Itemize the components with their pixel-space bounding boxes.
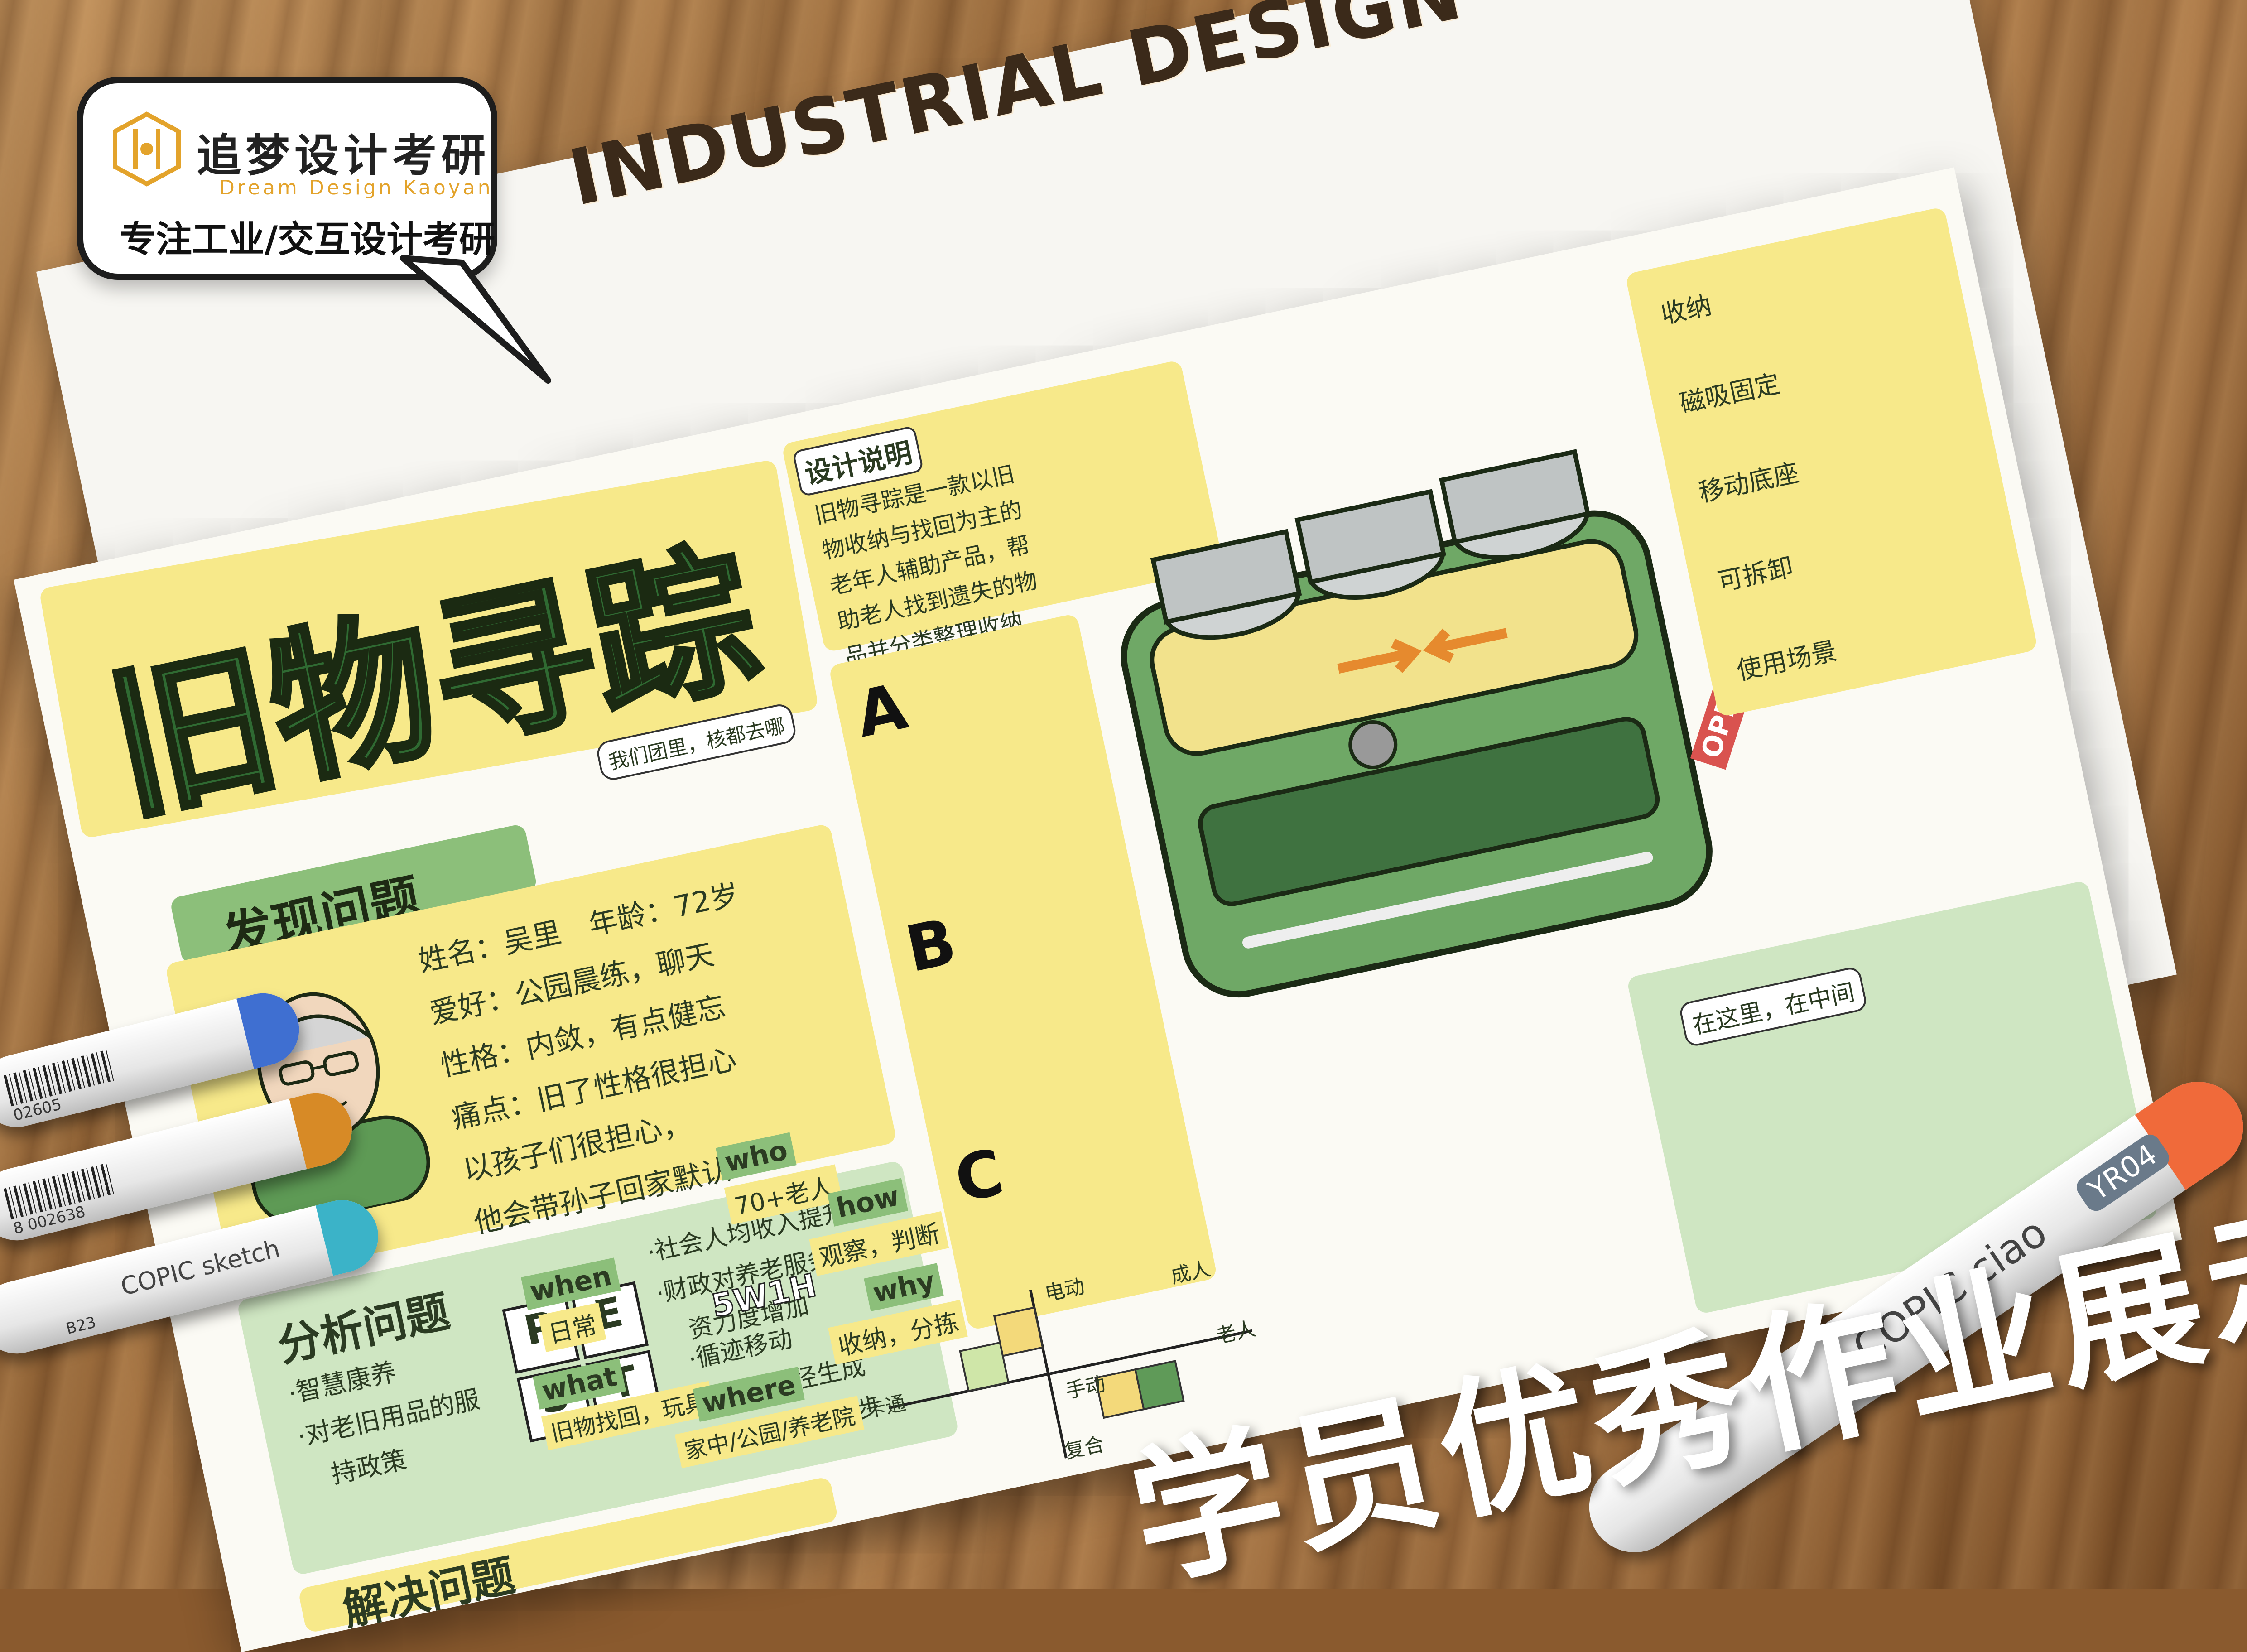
w-center-label: 5W1H — [708, 1266, 820, 1325]
design-sketch-sheet: 旧物寻踪 我们团里，核都去哪 发现问题 姓名：吴里 年龄：72岁 爱好：公园晨练… — [14, 167, 2182, 1652]
w-value-why: 收纳，分拣 — [828, 1300, 968, 1365]
callout-label: 可拆卸 — [1715, 552, 1796, 597]
speech-bubble-tail — [400, 255, 551, 384]
positioning-chart — [844, 1245, 1279, 1498]
brand-speech-bubble: 追梦设计考研 Dream Design Kaoyan 专注工业/交互设计考研 — [77, 77, 497, 280]
marker-code: B23 — [64, 1313, 98, 1338]
callout-label: 移动底座 — [1696, 458, 1802, 508]
dream-design-logo-icon — [113, 111, 181, 187]
brand-name-en: Dream Design Kaoyan — [219, 176, 493, 199]
brand-slogan: 专注工业/交互设计考研 — [120, 218, 496, 260]
w-label-why: why — [864, 1263, 944, 1312]
callout-label: 磁吸固定 — [1677, 369, 1783, 419]
product-sketch — [1072, 427, 1756, 1059]
brand-name-cn: 追梦设计考研 — [197, 130, 491, 182]
w-value-when: 日常 — [538, 1302, 606, 1353]
